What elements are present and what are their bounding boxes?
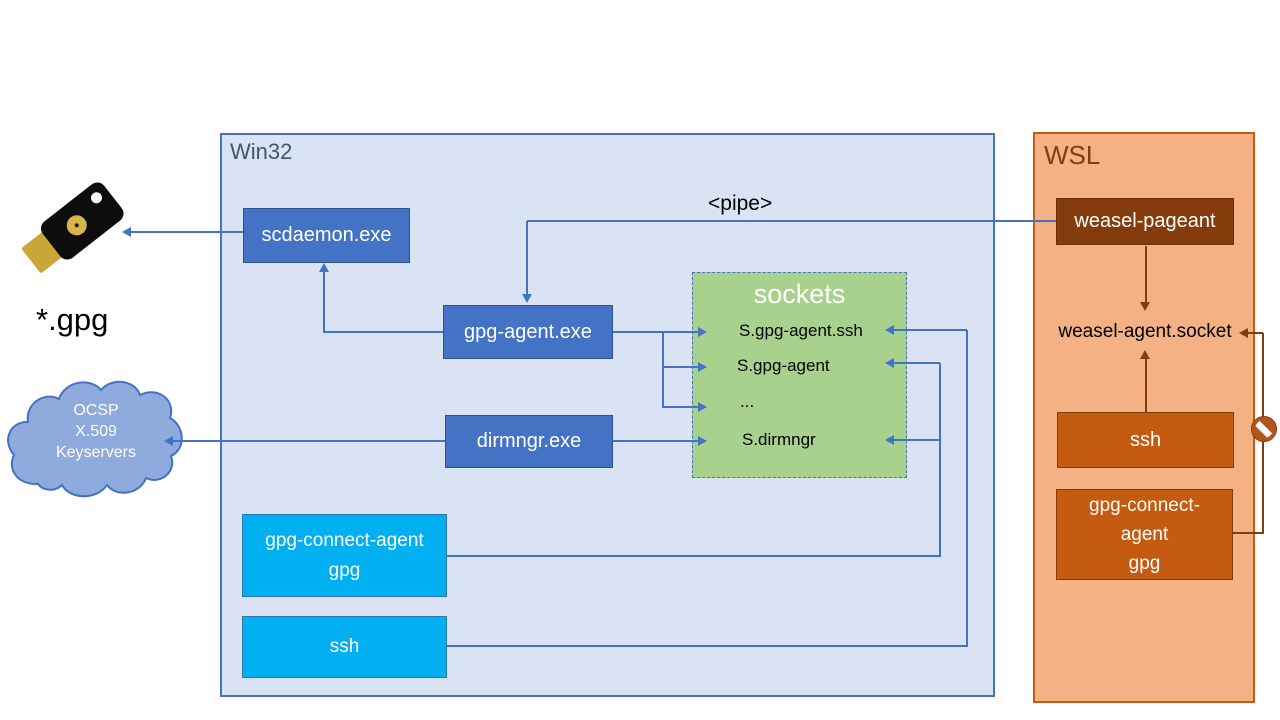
arrowhead-into-sgpgagent-right	[885, 358, 894, 368]
node-gpg-connect-agent-wsl: gpg-connect- agent gpg	[1056, 489, 1233, 580]
connector-ssh-loop-v	[966, 330, 968, 647]
pipe-label: <pipe>	[708, 192, 773, 215]
node-weasel-pageant-label: weasel-pageant	[1074, 210, 1216, 232]
socket-entry: ...	[740, 392, 755, 411]
connector-weasel-to-socket	[1145, 246, 1147, 303]
node-dirmngr-label: dirmngr.exe	[476, 430, 582, 452]
connector-dirmngr-cloud	[173, 440, 445, 442]
socket-entry: S.dirmngr	[742, 430, 816, 449]
connector-gpgagent-socket3	[663, 406, 698, 408]
node-gpg-connect-agent-win32: gpg-connect-agent gpg	[242, 514, 447, 597]
node-gpg-connect-agent-wsl-line2: agent	[1120, 524, 1169, 545]
win32-panel-label: Win32	[230, 139, 293, 164]
arrowhead-into-weaselsocket-top	[1140, 302, 1150, 311]
socket-entry: S.gpg-agent.ssh	[739, 321, 863, 340]
arrowhead-into-scdaemon	[319, 263, 329, 272]
node-scdaemon-label: scdaemon.exe	[261, 224, 392, 246]
arrowhead-into-sdirmngr-right	[885, 435, 894, 445]
usb-security-key-icon	[17, 178, 128, 279]
arrowhead-into-sgpgagentssh-right	[885, 325, 894, 335]
arrowhead-to-usbkey	[122, 227, 131, 237]
node-gpg-connect-agent-wsl-line1: gpg-connect-	[1089, 495, 1200, 516]
connector-dirmngr-socket	[613, 440, 698, 442]
connector-pipe-v	[526, 221, 528, 294]
node-gpg-connect-agent-win32-line2: gpg	[328, 559, 361, 581]
keyserver-cloud-icon	[7, 380, 183, 498]
sockets-box	[692, 272, 907, 478]
arrowhead-into-cloud	[164, 436, 173, 446]
weasel-agent-socket-label: weasel-agent.socket	[1058, 321, 1232, 342]
node-weasel-pageant: weasel-pageant	[1056, 198, 1234, 245]
arrowhead-into-gpgagent	[522, 294, 532, 303]
connector-gpgagent-socket2	[663, 366, 698, 368]
arrowhead-into-sgpgagent-left	[698, 362, 707, 372]
connector-connect-loop-top	[894, 362, 940, 364]
node-ssh-wsl-label: ssh	[1129, 428, 1162, 451]
wsl-panel-label: WSL	[1044, 140, 1101, 170]
gpg-files-label: *.gpg	[36, 302, 109, 337]
sockets-title: sockets	[753, 279, 846, 309]
node-ssh-win32-label: ssh	[329, 636, 360, 657]
arrowhead-into-sdirmngr-left	[698, 436, 707, 446]
connector-connectwsl-top	[1248, 332, 1263, 334]
node-dirmngr: dirmngr.exe	[445, 415, 613, 468]
keyserver-cloud-text: OCSP X.509 Keyservers	[4, 400, 188, 463]
node-gpg-connect-agent-wsl-line3: gpg	[1128, 553, 1161, 574]
cloud-line-2: X.509	[75, 423, 117, 440]
connector-connect-loop-bottom	[447, 555, 941, 557]
connector-connectwsl-out	[1233, 532, 1264, 534]
arrowhead-into-weaselsocket-right	[1239, 328, 1248, 338]
connector-gpgagent-socket1	[613, 331, 698, 333]
arrowhead-into-ellipsis-left	[698, 402, 707, 412]
cloud-line-3: Keyservers	[55, 444, 137, 461]
connector-ssh-loop-top	[894, 329, 967, 331]
connector-gpgagent-scdaemon-v	[323, 271, 325, 333]
connector-pipe-h	[527, 220, 1056, 222]
cloud-line-1: OCSP	[73, 402, 119, 419]
node-ssh-win32: ssh	[242, 616, 447, 678]
arrowhead-into-weaselsocket-bottom	[1140, 350, 1150, 359]
node-gpg-agent: gpg-agent.exe	[443, 305, 613, 359]
node-ssh-wsl: ssh	[1057, 412, 1234, 468]
node-gpg-agent-label: gpg-agent.exe	[464, 320, 592, 343]
node-gpg-connect-agent-win32-line1: gpg-connect-agent	[265, 529, 424, 551]
connector-sshwsl-to-socket	[1145, 359, 1147, 412]
connector-connect-loop-dirmngr	[894, 439, 940, 441]
arrowhead-into-sgpgagentssh-left	[698, 327, 707, 337]
no-entry-icon	[1251, 416, 1277, 442]
connector-gpgagent-branch-v	[662, 331, 664, 408]
node-scdaemon: scdaemon.exe	[243, 208, 410, 263]
connector-connect-loop-v	[939, 363, 941, 557]
connector-scdaemon-usbkey	[131, 231, 243, 233]
connector-gpgagent-scdaemon-h	[324, 331, 443, 333]
connector-ssh-loop-bottom	[447, 645, 968, 647]
socket-entry: S.gpg-agent	[737, 356, 830, 375]
